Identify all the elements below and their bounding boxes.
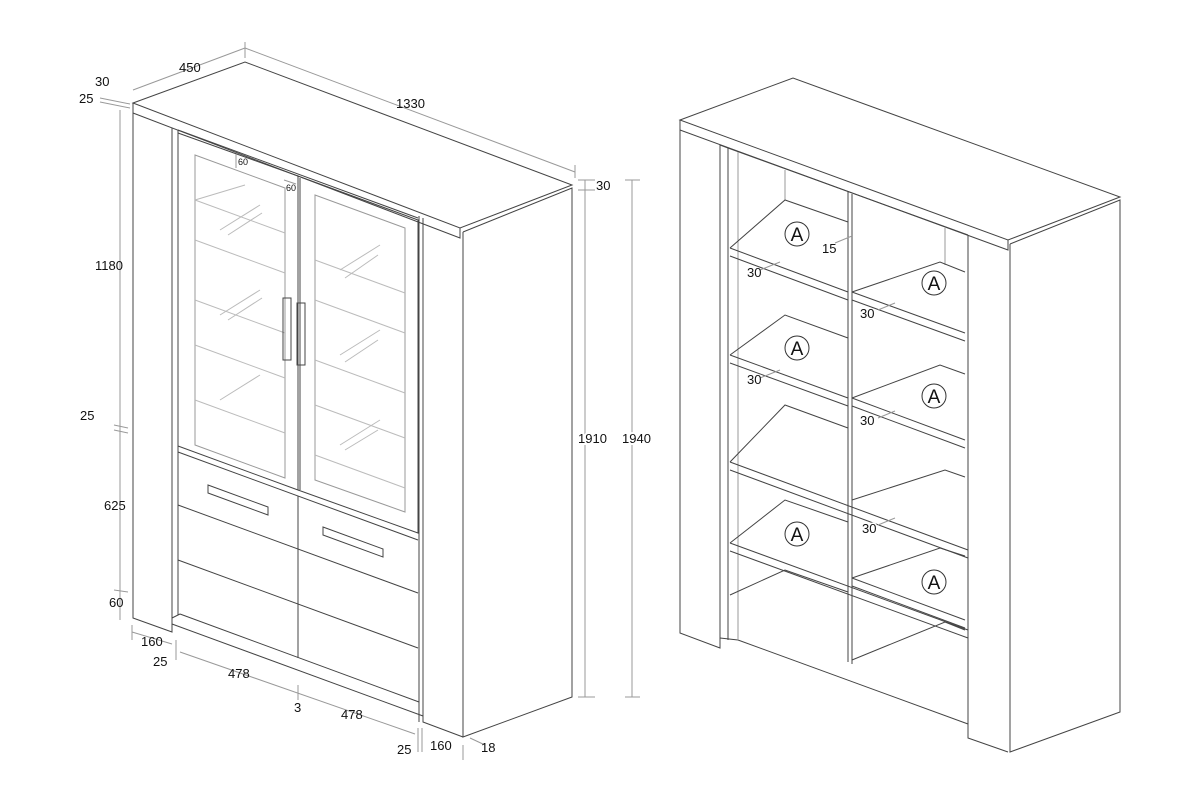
shelf-marker: A (784, 221, 810, 247)
dim-shelf: 30 (747, 265, 761, 280)
dim-top-gap: 25 (79, 91, 93, 106)
dim-frame-side: 60 (286, 183, 296, 193)
dim-door-width-right: 478 (341, 707, 363, 722)
dim-total-height: 1940 (622, 431, 651, 446)
dim-side-thickness: 18 (481, 740, 495, 755)
dim-inner-height: 1910 (578, 431, 607, 446)
svg-text:A: A (791, 225, 804, 246)
cabinet-front-view (131, 61, 574, 738)
dim-mid-gap: 25 (80, 408, 94, 423)
dim-depth: 450 (179, 60, 201, 75)
svg-text:A: A (928, 387, 941, 408)
dim-inset-right: 25 (397, 742, 411, 757)
dim-side-width-right: 160 (430, 738, 452, 753)
dim-drawer-height: 625 (104, 498, 126, 513)
dim-width: 1330 (396, 96, 425, 111)
dim-inset-left: 25 (153, 654, 167, 669)
dim-door-gap: 3 (294, 700, 301, 715)
shelf-marker: A (921, 383, 947, 409)
dim-shelf: 30 (862, 521, 876, 536)
dim-upper-height: 1180 (95, 258, 123, 273)
shelf-marker: A (784, 335, 810, 361)
dimension-labels: 450 30 25 1330 1180 25 625 60 160 25 478… (79, 60, 653, 757)
dim-side-width-left: 160 (141, 634, 163, 649)
dim-shelf: 30 (860, 306, 874, 321)
svg-text:A: A (791, 525, 804, 546)
dimension-lines (99, 42, 640, 760)
dim-door-width-left: 478 (228, 666, 250, 681)
drawer-handle-icon (207, 484, 384, 558)
shelf-marker: A (784, 521, 810, 547)
dim-frame-top: 60 (238, 157, 248, 167)
shelf-marker: A (921, 270, 947, 296)
shelf-marker: A (921, 569, 947, 595)
dim-shelf: 30 (747, 372, 761, 387)
svg-text:A: A (791, 339, 804, 360)
cabinet-open-view: A A A A A A 15 30 30 30 30 30 30 (678, 77, 1122, 753)
dim-top-right: 30 (596, 178, 610, 193)
door-handle-icon (282, 297, 306, 366)
svg-text:A: A (928, 274, 941, 295)
dim-divider: 15 (822, 241, 836, 256)
svg-text:A: A (928, 573, 941, 594)
dim-shelf: 30 (860, 413, 874, 428)
dim-top-thickness: 30 (95, 74, 109, 89)
dim-plinth: 60 (109, 595, 123, 610)
